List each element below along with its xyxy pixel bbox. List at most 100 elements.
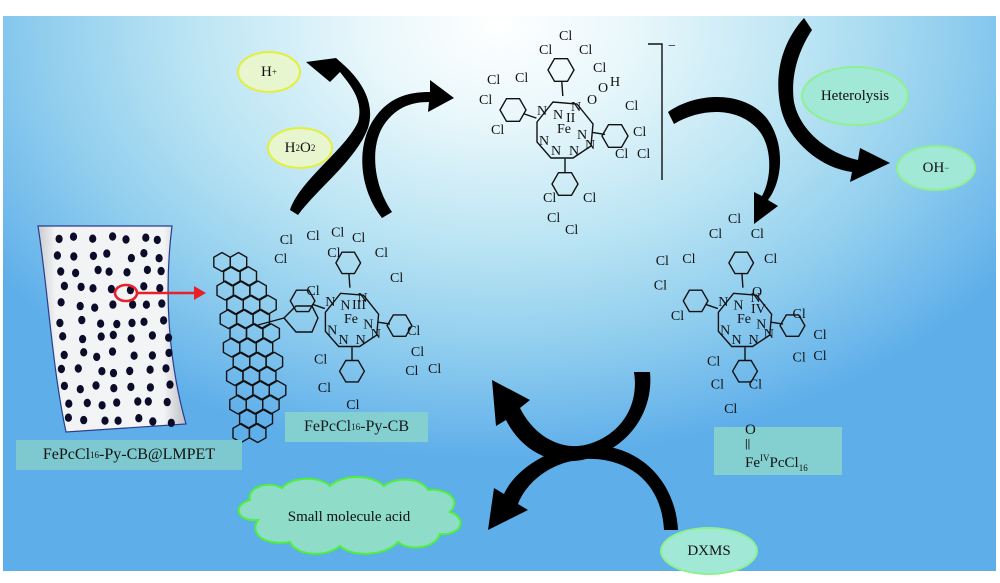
chlorine-atom: Cl	[625, 99, 638, 114]
membrane-dot	[60, 381, 68, 391]
chlorine-atom: Cl	[327, 246, 340, 261]
chlorine-atom: Cl	[583, 191, 596, 206]
carbon-ring	[229, 251, 248, 273]
chlorine-atom: Cl	[707, 355, 720, 370]
membrane-dot	[91, 303, 99, 312]
bond	[741, 273, 744, 288]
chlorine-atom: Cl	[565, 223, 578, 238]
h-plus-base: H	[261, 63, 272, 80]
oxygen-atom: O	[587, 93, 597, 108]
bond	[561, 81, 564, 97]
membrane-dot	[142, 233, 150, 242]
charge: −	[668, 39, 676, 54]
oxidation-state: IV	[751, 302, 766, 317]
dxms-text: DXMS	[687, 542, 731, 559]
oh-charge: −	[944, 163, 950, 173]
nitrogen-atom: N	[356, 333, 366, 348]
membrane-dot	[109, 232, 117, 241]
iron-atom: Fe	[344, 312, 358, 327]
bond	[771, 321, 784, 325]
iron-atom: Fe	[737, 312, 751, 327]
chlorine-atom: Cl	[515, 71, 528, 86]
h2o2-sub-h: 2	[295, 143, 301, 153]
membrane-sub: 16	[90, 450, 100, 460]
chlorine-atom: Cl	[375, 246, 388, 261]
membrane-dot	[127, 253, 135, 263]
chlorine-atom: Cl	[711, 377, 724, 392]
chlorine-atom: Cl	[724, 402, 737, 417]
hydrogen-atom: H	[610, 75, 620, 90]
h2o2-o: O	[300, 139, 311, 156]
carbon-ring	[262, 322, 281, 344]
membrane-dot	[146, 383, 154, 392]
membrane-dot	[158, 299, 166, 308]
nitrogen-atom: N	[733, 299, 743, 314]
bond	[705, 303, 719, 310]
carbon-ring	[255, 408, 274, 430]
label-small-molecule-acid: Small molecule acid	[254, 502, 444, 532]
membrane-dot	[140, 249, 148, 258]
catalyst-a: FePcCl	[303, 418, 352, 435]
membrane-dot	[153, 235, 161, 245]
nitrogen-atom: N	[569, 144, 579, 159]
chlorine-atom: Cl	[654, 279, 667, 294]
membrane-dot	[166, 380, 174, 389]
arrow-dxms-to-acid	[488, 445, 678, 530]
benzo-ring	[551, 171, 579, 197]
membrane-dot	[143, 265, 151, 275]
chlorine-atom: Cl	[306, 229, 319, 244]
membrane-a: FePcCl	[42, 446, 91, 463]
chlorine-atom: Cl	[352, 231, 365, 246]
membrane-dot	[89, 234, 97, 243]
membrane-dot	[76, 385, 84, 394]
carbon-ring	[248, 422, 267, 444]
membrane-dot	[78, 315, 86, 325]
membrane-dot	[157, 266, 165, 276]
membrane-dot	[60, 281, 68, 291]
small-acid-text: Small molecule acid	[287, 508, 411, 525]
nitrogen-atom: N	[720, 323, 730, 338]
macrocycle-ring	[324, 292, 380, 348]
arrow-heterolysis-to-ohminus	[778, 18, 890, 182]
membrane-dot	[56, 318, 64, 328]
label-ferryl: O || FeIVPcCl16	[745, 423, 808, 477]
membrane-dot	[148, 331, 156, 340]
membrane-dot	[59, 332, 67, 341]
membrane-dot	[155, 254, 163, 263]
chlorine-atom: Cl	[671, 309, 684, 324]
membrane-dots	[53, 232, 175, 428]
ferryl-double-bond: ||	[745, 436, 751, 450]
carbon-ring	[258, 365, 277, 387]
membrane-dot	[162, 364, 170, 373]
membrane-dot	[57, 364, 65, 374]
carbon-ring	[249, 280, 267, 301]
chlorine-atom: Cl	[407, 324, 420, 339]
oxidation-state: III	[352, 298, 366, 313]
cloud-small-acid	[237, 476, 462, 555]
membrane-dot	[97, 319, 105, 328]
pyridine-linker	[257, 305, 319, 333]
nitrogen-atom: N	[371, 327, 381, 342]
membrane-dot	[149, 417, 157, 426]
bond	[348, 273, 351, 288]
nitrogen-atom: N	[327, 323, 337, 338]
membrane-dot	[92, 381, 100, 390]
nitrogen-atom: N	[551, 144, 561, 159]
membrane-dot	[156, 284, 164, 293]
membrane-dot	[113, 398, 121, 407]
label-h-plus: H+	[237, 51, 301, 93]
chlorine-atom: Cl	[615, 147, 628, 162]
membrane-dot	[113, 319, 121, 329]
h2o2-sub-o: 2	[310, 143, 316, 153]
membrane-dot	[57, 298, 65, 307]
highlight-arrow-head	[194, 286, 206, 300]
oxygen-atom: O	[752, 285, 762, 300]
chlorine-atom: Cl	[793, 351, 806, 366]
membrane-dot	[107, 284, 115, 294]
membrane-dot	[76, 301, 84, 311]
chlorine-atom: Cl	[579, 43, 592, 58]
